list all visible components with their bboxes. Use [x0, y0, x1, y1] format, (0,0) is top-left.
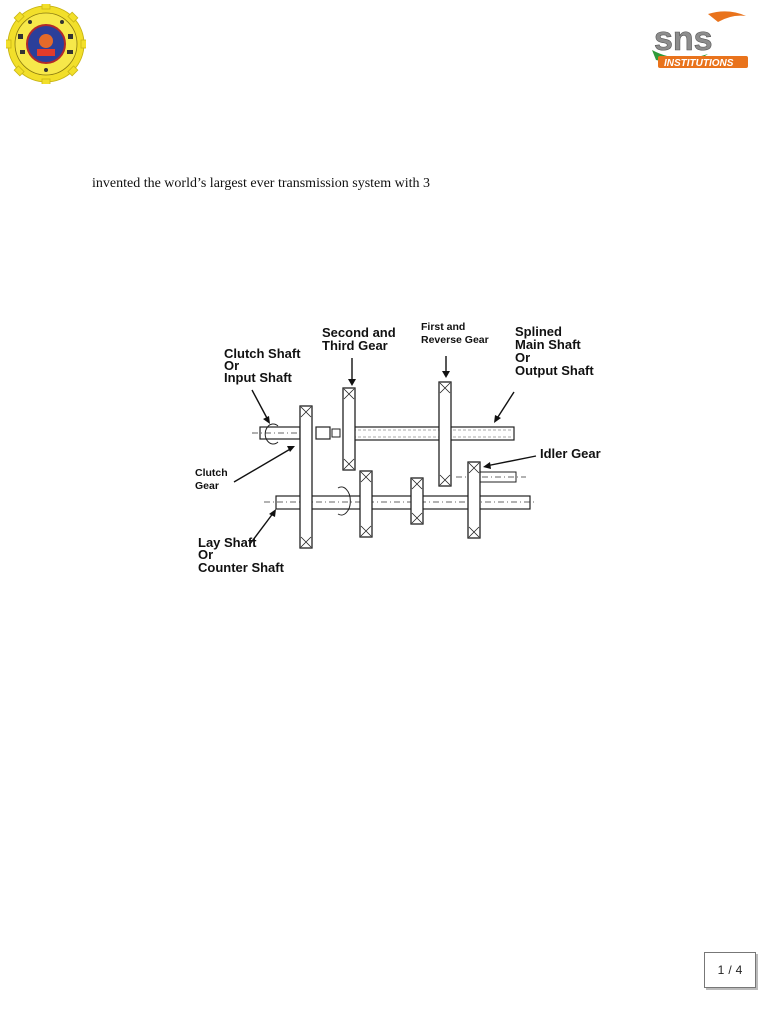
- page-current: 1: [717, 963, 725, 977]
- main-shaft: [343, 426, 515, 441]
- lay-gear-2: [359, 470, 373, 538]
- body-paragraph: invented the world’s largest ever transm…: [92, 176, 431, 191]
- arrows: [233, 356, 537, 545]
- clutch-gear-label: Clutch Gear: [195, 467, 231, 492]
- gears: [299, 381, 481, 549]
- gear-marks: [300, 382, 480, 548]
- page-total: 4: [735, 963, 743, 977]
- second-third-gear-label: Second and Third Gear: [322, 325, 399, 353]
- page-counter: 1 / 4: [704, 952, 756, 988]
- svg-text:sns: sns: [654, 20, 713, 58]
- clutch-gear: [299, 405, 313, 549]
- first-reverse-gear: [438, 381, 452, 487]
- svg-text:INSTITUTIONS: INSTITUTIONS: [664, 58, 734, 69]
- first-reverse-gear-label: First and Reverse Gear: [421, 321, 489, 346]
- lay-shaft-label: Lay Shaft Or Counter Shaft: [198, 535, 285, 575]
- lay-shaft: [264, 486, 536, 516]
- clutch-shaft-label: Clutch Shaft Or Input Shaft: [224, 346, 304, 385]
- idler-gear-label: Idler Gear: [540, 446, 601, 461]
- gearbox-diagram: Clutch Shaft Or Input Shaft Second and T…: [195, 321, 601, 575]
- lay-gear-3: [410, 477, 424, 525]
- idler-gear: [467, 461, 481, 539]
- sns-institutions-logo: sns INSTITUTIONS: [652, 11, 748, 69]
- page-separator: /: [728, 963, 732, 977]
- idler-shaft: [456, 471, 526, 483]
- input-shaft: [252, 423, 341, 445]
- arrowheads: [263, 371, 501, 517]
- college-seal-icon: [6, 4, 86, 84]
- splined-main-shaft-label: Splined Main Shaft Or Output Shaft: [515, 324, 594, 378]
- third-gear: [342, 387, 356, 471]
